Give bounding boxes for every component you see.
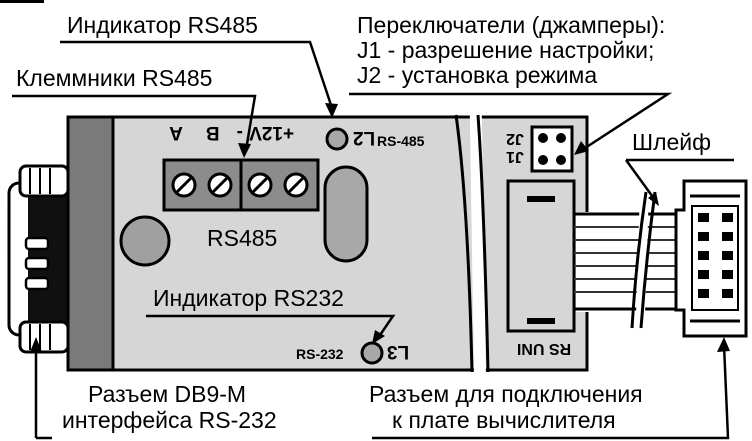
db9-screw-bottom <box>18 320 70 354</box>
board-break <box>454 114 490 373</box>
leader-lines <box>12 40 734 440</box>
led-l3-label: L3 <box>387 341 409 362</box>
terminal-mark-b: B <box>206 122 220 143</box>
db9-pin <box>24 256 50 271</box>
rs485-terminals-label: Клеммники RS485 <box>16 65 212 91</box>
terminal-mark-minus: - <box>236 122 242 143</box>
led-l3-text: RS-232 <box>296 346 344 362</box>
rs485-terminal-block <box>162 158 320 212</box>
terminal-screw <box>207 172 233 198</box>
svg-text:+12V - B A: +12V - B A <box>169 122 294 143</box>
led-l2-label: L2 <box>353 127 375 148</box>
jumper-j2-description: J2 - установка режима <box>357 62 597 88</box>
terminal-screw <box>247 172 273 198</box>
db9-connector <box>7 164 70 354</box>
rs485-indicator-label: Индикатор RS485 <box>67 12 258 38</box>
leader-arrowheads <box>30 103 730 352</box>
terminal-block-label: RS485 <box>207 225 277 251</box>
terminal-mark-a: A <box>169 122 183 143</box>
ribbon-label: Шлейф <box>632 129 711 155</box>
jumpers: J1 J2 <box>506 125 574 173</box>
led-l2-text: RS-485 <box>377 133 425 149</box>
led-l2: L2 RS-485 <box>325 127 425 151</box>
jumpers-title: Переключатели (джамперы): <box>357 12 665 38</box>
title-fragment <box>0 0 44 3</box>
db9-screw-top <box>18 164 70 198</box>
board-edge-connector: RS UNI <box>506 179 576 357</box>
terminal-mark-12v: +12V <box>249 122 294 143</box>
terminal-screw <box>283 172 309 198</box>
db9-label-line2: интерфейса RS-232 <box>62 407 277 433</box>
terminal-screw <box>171 172 197 198</box>
jumper-j2-label: J2 <box>506 130 524 147</box>
ribbon-header-connector <box>674 179 748 338</box>
led-l3: RS-232 L3 <box>296 341 409 365</box>
rs232-indicator-label: Индикатор RS232 <box>153 285 344 311</box>
db9-pin <box>24 236 50 251</box>
connector-label-line1: Разъем для подключения <box>369 381 643 407</box>
round-component <box>119 215 171 267</box>
connector-label-line2: к плате вычислителя <box>392 407 616 433</box>
oval-component <box>323 165 369 263</box>
db9-pin <box>24 276 50 291</box>
connector-text: RS UNI <box>517 340 571 357</box>
board-left-strip <box>66 115 115 372</box>
jumper-j1-label: J1 <box>506 148 524 165</box>
jumper-j1-description: J1 - разрешение настройки; <box>357 37 654 63</box>
db9-label-line1: Разъем DB9-M <box>88 381 246 407</box>
